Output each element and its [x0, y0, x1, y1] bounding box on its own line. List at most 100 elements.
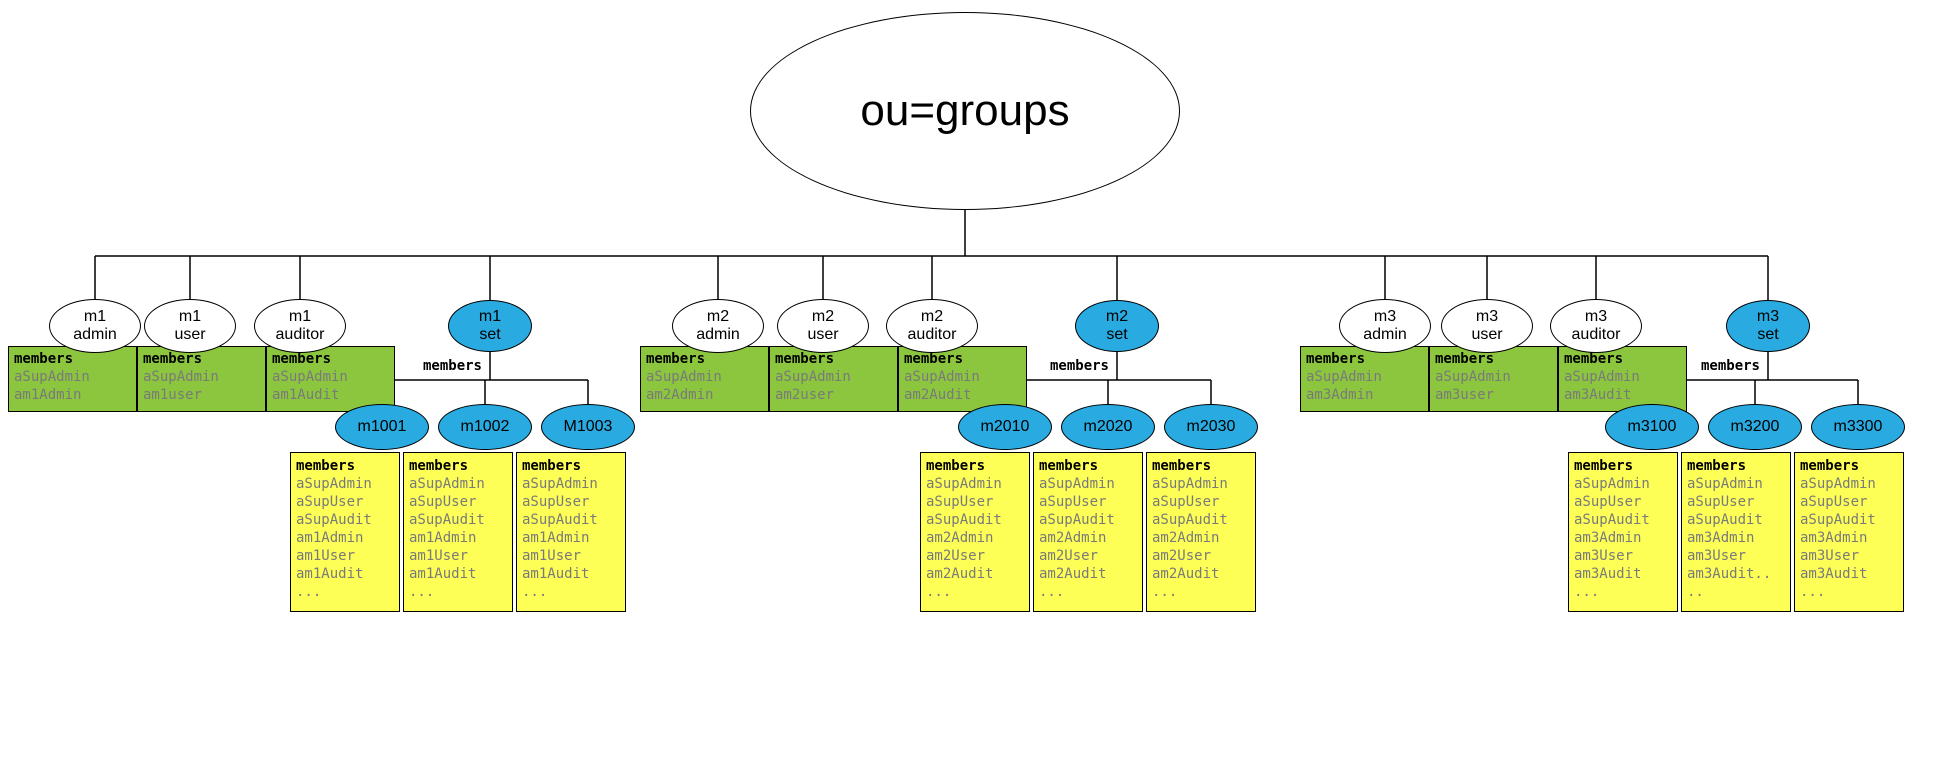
member-entry: am3Admin	[1687, 530, 1755, 546]
member-entry: am3User	[1574, 548, 1634, 564]
member-group-label: M1003	[563, 418, 613, 436]
role-node-label: m2	[706, 308, 730, 326]
members-box-title: members	[1800, 458, 1860, 474]
member-group-node: m1002	[438, 404, 532, 450]
role-members-box: members aSupAdmin am3user	[1429, 346, 1558, 412]
root-label: ou=groups	[860, 86, 1070, 136]
set-members-box: members aSupAdmin aSupUser aSupAudit am2…	[1146, 452, 1256, 612]
member-entry: ...	[409, 584, 435, 600]
members-box-title: members	[296, 458, 356, 474]
role-members-box: members aSupAdmin am3Admin	[1300, 346, 1429, 412]
member-entry: am2Admin	[1039, 530, 1107, 546]
member-entry: aSupUser	[1574, 494, 1642, 510]
role-node-m2-auditor: m2 auditor	[886, 299, 978, 353]
member-entry: am2Admin	[926, 530, 994, 546]
role-node-label: user	[174, 326, 206, 343]
role-node-label: auditor	[275, 326, 325, 343]
role-node-label: m3	[1373, 308, 1397, 326]
member-entry: ..	[1687, 584, 1704, 600]
members-box-title: members	[1039, 458, 1099, 474]
member-entry: am1User	[296, 548, 356, 564]
member-entry: am3user	[1435, 387, 1495, 403]
member-entry: aSupUser	[1687, 494, 1755, 510]
member-group-node: m2030	[1164, 404, 1258, 450]
member-entry: am3User	[1800, 548, 1860, 564]
role-node-label: admin	[1363, 326, 1407, 343]
member-entry: aSupAdmin	[775, 369, 851, 385]
members-box-title: members	[1306, 351, 1366, 367]
member-entry: am1Audit	[272, 387, 340, 403]
member-group-node: m3100	[1605, 404, 1699, 450]
member-entry: am1Audit	[409, 566, 477, 582]
role-node-m3-admin: m3 admin	[1339, 299, 1431, 353]
member-entry: aSupUser	[1800, 494, 1868, 510]
role-members-box: members aSupAdmin am2Audit	[898, 346, 1027, 412]
members-box-title: members	[522, 458, 582, 474]
member-entry: aSupAdmin	[904, 369, 980, 385]
member-group-label: m3300	[1833, 418, 1883, 436]
member-entry: aSupAdmin	[646, 369, 722, 385]
member-entry: aSupUser	[522, 494, 590, 510]
members-box-title: members	[1435, 351, 1495, 367]
member-entry: am3User	[1687, 548, 1747, 564]
member-group-label: m3200	[1730, 418, 1780, 436]
member-entry: aSupUser	[1152, 494, 1220, 510]
members-box-title: members	[409, 458, 469, 474]
members-box-title: members	[775, 351, 835, 367]
members-box-title: members	[1152, 458, 1212, 474]
role-node-label: m1	[83, 308, 107, 326]
member-entry: aSupAudit	[522, 512, 598, 528]
member-entry: aSupAudit	[296, 512, 372, 528]
set-members-box: members aSupAdmin aSupUser aSupAudit am1…	[516, 452, 626, 612]
member-group-label: m1001	[357, 418, 407, 436]
member-entry: aSupAdmin	[926, 476, 1002, 492]
member-entry: ...	[926, 584, 952, 600]
member-entry: ...	[1152, 584, 1178, 600]
member-entry: am2User	[926, 548, 986, 564]
role-node-m3-auditor: m3 auditor	[1550, 299, 1642, 353]
member-entry: aSupAdmin	[1039, 476, 1115, 492]
role-node-label: admin	[696, 326, 740, 343]
members-box-title: members	[1564, 351, 1624, 367]
member-entry: am3Audit	[1574, 566, 1642, 582]
members-box-title: members	[272, 351, 332, 367]
role-node-m3-user: m3 user	[1441, 299, 1533, 353]
member-entry: aSupAdmin	[1152, 476, 1228, 492]
member-entry: am3Admin	[1574, 530, 1642, 546]
member-entry: am3Audit..	[1687, 566, 1772, 582]
member-entry: am3Admin	[1306, 387, 1374, 403]
member-entry: aSupAdmin	[1306, 369, 1382, 385]
member-entry: am1user	[143, 387, 203, 403]
role-members-box: members aSupAdmin am2user	[769, 346, 898, 412]
member-entry: am1Audit	[296, 566, 364, 582]
role-node-m1-admin: m1 admin	[49, 299, 141, 353]
member-entry: ...	[296, 584, 322, 600]
member-entry: am3Admin	[1800, 530, 1868, 546]
set-members-box: members aSupAdmin aSupUser aSupAudit am3…	[1794, 452, 1904, 612]
set-members-box: members aSupAdmin aSupUser aSupAudit am3…	[1681, 452, 1791, 612]
member-entry: aSupAdmin	[1574, 476, 1650, 492]
role-node-label: user	[807, 326, 839, 343]
set-node-label: set	[1757, 326, 1779, 343]
set-members-box: members aSupAdmin aSupUser aSupAudit am2…	[920, 452, 1030, 612]
member-entry: am2Admin	[646, 387, 714, 403]
member-group-node: m1001	[335, 404, 429, 450]
member-entry: aSupAudit	[1152, 512, 1228, 528]
member-group-label: m2010	[980, 418, 1030, 436]
set-members-box: members aSupAdmin aSupUser aSupAudit am3…	[1568, 452, 1678, 612]
member-entry: aSupAdmin	[296, 476, 372, 492]
member-group-label: m2020	[1083, 418, 1133, 436]
member-group-label: m1002	[460, 418, 510, 436]
member-entry: am3Audit	[1564, 387, 1632, 403]
set-node-label: set	[1106, 326, 1128, 343]
member-entry: aSupUser	[409, 494, 477, 510]
set-members-label: members	[1700, 358, 1760, 374]
role-node-label: admin	[73, 326, 117, 343]
set-node-label: set	[479, 326, 501, 343]
member-entry: ...	[1039, 584, 1065, 600]
members-box-title: members	[646, 351, 706, 367]
member-entry: am3Audit	[1800, 566, 1868, 582]
member-entry: ...	[522, 584, 548, 600]
member-entry: am2Audit	[1152, 566, 1220, 582]
